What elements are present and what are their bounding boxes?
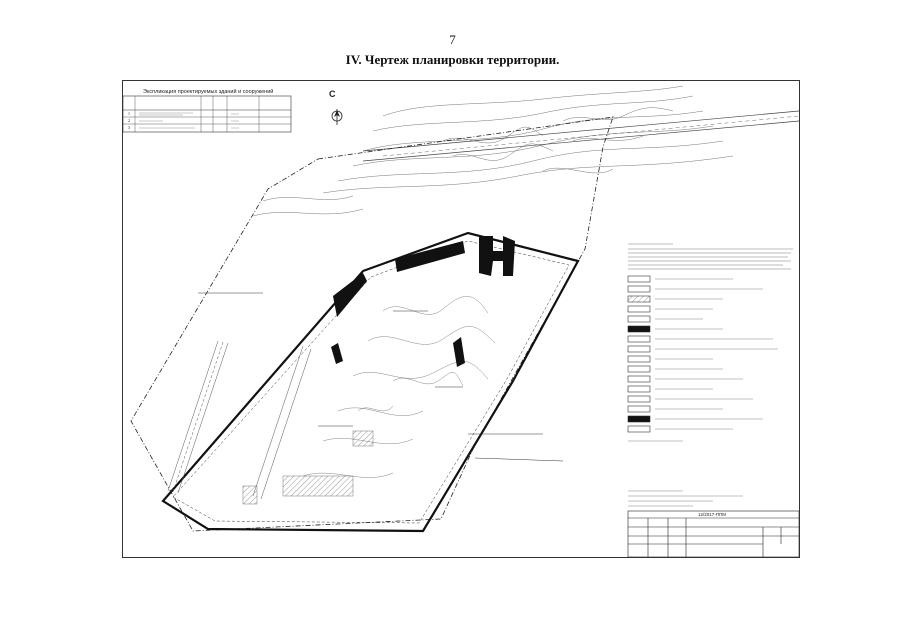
- table-row-number: 1: [128, 111, 130, 116]
- hatched-areas: [242, 430, 374, 505]
- interior-road: [167, 340, 312, 500]
- site-contours: [302, 296, 496, 478]
- topography-contours: [252, 85, 734, 217]
- north-arrow-icon: [331, 109, 343, 125]
- road: [362, 110, 799, 162]
- territory-planning-drawing: Экспликация проектируемых зданий и соору…: [123, 85, 799, 557]
- building: [395, 241, 465, 272]
- north-label: С: [329, 89, 336, 99]
- table-row-number: 2: [128, 118, 130, 123]
- building: [479, 236, 515, 276]
- legend-symbols: [627, 275, 651, 433]
- title-block: [627, 510, 799, 557]
- notes: [628, 490, 743, 507]
- building: [333, 273, 367, 317]
- building: [331, 343, 343, 364]
- label-leaders: [198, 292, 564, 462]
- table-row-number: 3: [128, 125, 130, 130]
- explication-title: Экспликация проектируемых зданий и соору…: [143, 88, 273, 95]
- site-parcel: [161, 231, 580, 533]
- planning-boundary: [130, 116, 614, 532]
- document-title: IV. Чертеж планировки территории.: [345, 52, 560, 67]
- planning-drawing-sheet: Экспликация проектируемых зданий и соору…: [122, 80, 800, 558]
- explication-table: Экспликация проектируемых зданий и соору…: [123, 88, 292, 133]
- buildings: [331, 236, 515, 367]
- page-number: 7: [449, 32, 456, 47]
- building: [453, 337, 465, 367]
- stamp-code: 12/2017-ППМ: [698, 512, 726, 517]
- legend: [627, 243, 793, 442]
